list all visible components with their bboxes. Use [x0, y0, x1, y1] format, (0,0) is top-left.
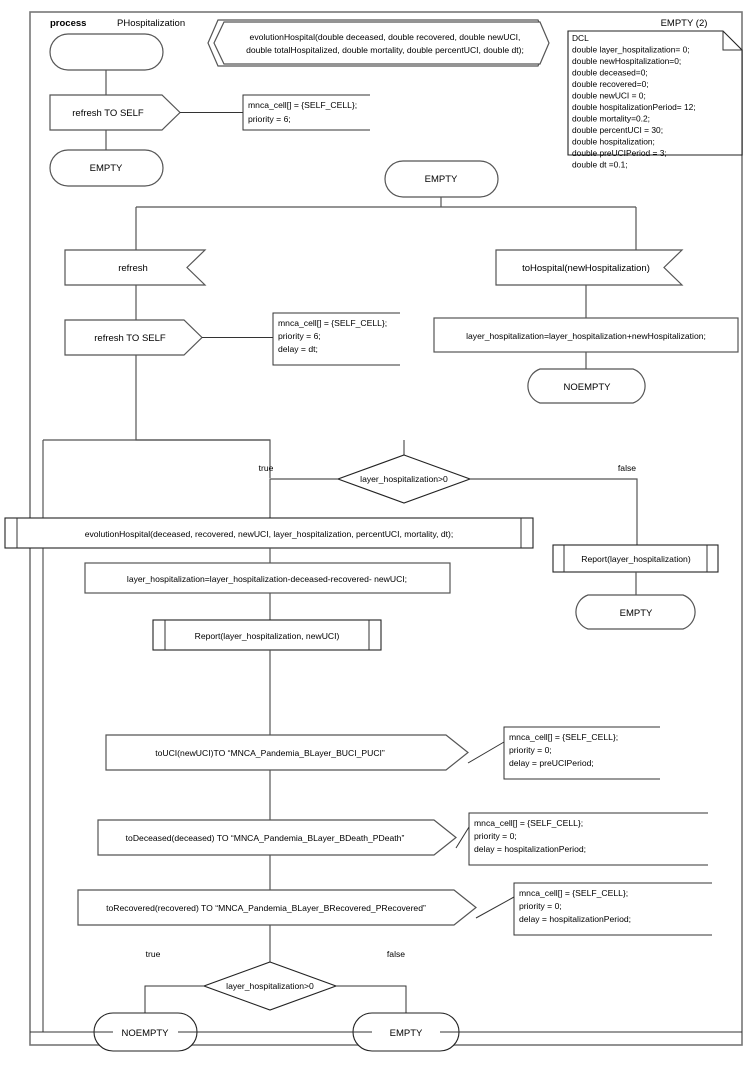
connector-empty2-split: [135, 197, 637, 250]
declaration-title: DCL: [572, 33, 589, 43]
declaration-line-2: double deceased=0;: [572, 68, 648, 78]
declaration-line-8: double hospitalization;: [572, 137, 655, 147]
procedure-signature-box: evolutionHospital(double deceased, doubl…: [207, 19, 550, 67]
comment-3-line-0: mnca_cell[] = {SELF_CELL};: [509, 732, 618, 742]
state-empty-2: EMPTY: [384, 160, 499, 198]
decision-2-false-label: false: [387, 949, 405, 959]
decision-1-label: layer_hospitalization>0: [360, 474, 448, 484]
call-evolution-hospital: evolutionHospital(deceased, recovered, n…: [4, 517, 534, 549]
comment-1-line-1: priority = 6;: [248, 114, 291, 124]
task-add-hospitalization-label: layer_hospitalization=layer_hospitalizat…: [466, 331, 706, 341]
decision-layer-hospitalization-1: layer_hospitalization>0: [336, 440, 472, 504]
comment-2-line-2: delay = dt;: [278, 344, 318, 354]
output-refresh-to-self-1-label: refresh TO SELF: [72, 108, 144, 119]
output-to-uci: toUCI(newUCI)TO “MNCA_Pandemia_BLayer_BU…: [105, 734, 469, 771]
declaration-line-7: double percentUCI = 30;: [572, 125, 663, 135]
declaration-line-4: double newUCI = 0;: [572, 91, 646, 101]
comment-5-line-0: mnca_cell[] = {SELF_CELL};: [519, 888, 628, 898]
comment-box-3: mnca_cell[] = {SELF_CELL}; priority = 0;…: [503, 726, 660, 780]
output-refresh-to-self-1: refresh TO SELF: [49, 94, 181, 131]
output-to-recovered-label: toRecovered(recovered) TO “MNCA_Pandemia…: [106, 903, 426, 913]
decision-1-false-label: false: [618, 463, 636, 473]
process-name: PHospitalization: [117, 18, 185, 29]
declaration-line-6: double mortality=0.2;: [572, 114, 650, 124]
declaration-box: DCL double layer_hospitalization= 0; dou…: [567, 30, 743, 170]
comment-4-line-2: delay = hospitalizationPeriod;: [474, 844, 586, 854]
comment-box-2: mnca_cell[] = {SELF_CELL}; priority = 6;…: [272, 312, 400, 366]
comment-box-5: mnca_cell[] = {SELF_CELL}; priority = 0;…: [513, 882, 712, 936]
output-to-uci-label: toUCI(newUCI)TO “MNCA_Pandemia_BLayer_BU…: [155, 748, 385, 758]
state-empty-3: EMPTY: [575, 594, 696, 630]
output-to-recovered: toRecovered(recovered) TO “MNCA_Pandemia…: [77, 889, 477, 926]
connector-decision2-true: [144, 985, 204, 1013]
decision-2-true-label: true: [146, 949, 161, 959]
signature-line-1: evolutionHospital(double deceased, doubl…: [250, 32, 521, 42]
state-noempty-1-label: NOEMPTY: [564, 382, 612, 393]
call-evolution-hospital-label: evolutionHospital(deceased, recovered, n…: [85, 529, 454, 539]
state-noempty-2-label: NOEMPTY: [122, 1028, 170, 1039]
state-empty-4-label: EMPTY: [390, 1028, 423, 1039]
state-empty-3-label: EMPTY: [620, 608, 653, 619]
connector-decision1-true: [269, 478, 338, 518]
call-report-1: Report(layer_hospitalization): [552, 544, 719, 573]
state-empty-1: EMPTY: [49, 149, 164, 187]
empty-count-label: EMPTY (2): [661, 18, 708, 29]
output-to-deceased: toDeceased(deceased) TO “MNCA_Pandemia_B…: [97, 819, 457, 856]
state-empty-4: EMPTY: [352, 1012, 460, 1052]
start-state-node: [49, 33, 164, 71]
output-to-deceased-label: toDeceased(deceased) TO “MNCA_Pandemia_B…: [126, 833, 405, 843]
call-report-2-label: Report(layer_hospitalization, newUCI): [195, 631, 340, 641]
connector-decision2-false: [336, 985, 407, 1013]
comment-box-1: mnca_cell[] = {SELF_CELL}; priority = 6;: [242, 94, 370, 131]
decision-2-label: layer_hospitalization>0: [226, 981, 314, 991]
task-add-hospitalization: layer_hospitalization=layer_hospitalizat…: [433, 317, 739, 353]
input-to-hospital: toHospital(newHospitalization): [495, 249, 684, 286]
state-empty-2-label: EMPTY: [425, 174, 458, 185]
declaration-line-10: double dt =0.1;: [572, 160, 628, 170]
comment-3-line-2: delay = preUCIPeriod;: [509, 758, 594, 768]
decision-1-true-label: true: [259, 463, 274, 473]
declaration-line-9: double preUCIPeriod = 3;: [572, 148, 667, 158]
comment-5-line-2: delay = hospitalizationPeriod;: [519, 914, 631, 924]
decision-layer-hospitalization-2: layer_hospitalization>0: [202, 961, 338, 1011]
comment-3-line-1: priority = 0;: [509, 745, 552, 755]
declaration-line-3: double recovered=0;: [572, 79, 649, 89]
comment-5-line-1: priority = 0;: [519, 901, 562, 911]
process-keyword: process: [50, 18, 86, 29]
connector-comment-5: [475, 896, 515, 919]
declaration-line-1: double newHospitalization=0;: [572, 56, 681, 66]
connector-decision1-false: [470, 478, 638, 545]
comment-4-line-1: priority = 0;: [474, 831, 517, 841]
output-refresh-to-self-2: refresh TO SELF: [64, 319, 203, 356]
connector-comment-4: [455, 826, 470, 849]
connector-comment-3: [467, 741, 505, 764]
input-refresh-label: refresh: [118, 263, 148, 274]
call-report-1-label: Report(layer_hospitalization): [581, 554, 691, 564]
comment-2-line-1: priority = 6;: [278, 331, 321, 341]
state-noempty-2: NOEMPTY: [93, 1012, 198, 1052]
state-empty-1-label: EMPTY: [90, 163, 123, 174]
task-subtract-layer-label: layer_hospitalization=layer_hospitalizat…: [127, 574, 407, 584]
comment-2-line-0: mnca_cell[] = {SELF_CELL};: [278, 318, 387, 328]
output-refresh-to-self-2-label: refresh TO SELF: [94, 333, 166, 344]
task-subtract-layer: layer_hospitalization=layer_hospitalizat…: [84, 562, 451, 594]
signature-line-2: double totalHospitalized, double mortali…: [246, 45, 524, 55]
declaration-line-5: double hospitalizationPeriod= 12;: [572, 102, 696, 112]
input-to-hospital-label: toHospital(newHospitalization): [522, 263, 650, 274]
comment-4-line-0: mnca_cell[] = {SELF_CELL};: [474, 818, 583, 828]
comment-1-line-0: mnca_cell[] = {SELF_CELL};: [248, 100, 357, 110]
call-report-2: Report(layer_hospitalization, newUCI): [152, 619, 382, 651]
input-refresh: refresh: [64, 249, 207, 286]
declaration-line-0: double layer_hospitalization= 0;: [572, 45, 690, 55]
connector-refresh-branch-to-decision: [135, 355, 271, 478]
state-noempty-1: NOEMPTY: [527, 368, 646, 404]
comment-box-4: mnca_cell[] = {SELF_CELL}; priority = 0;…: [468, 812, 708, 866]
